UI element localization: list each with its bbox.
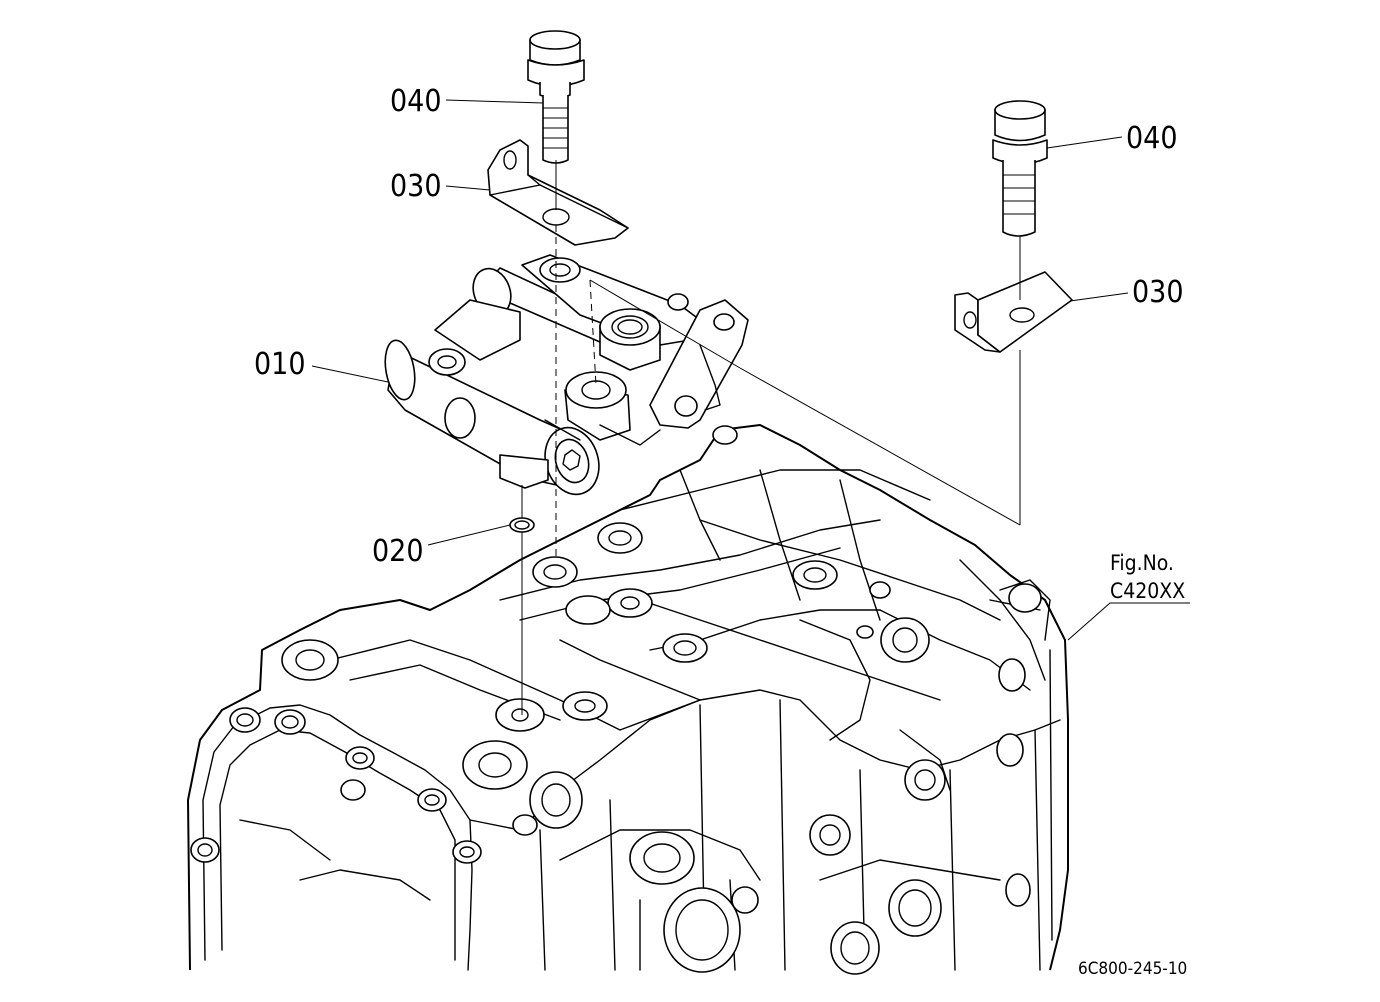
valve-body (384, 254, 749, 496)
o-ring (509, 517, 535, 533)
label-bracket-left: 030 (390, 169, 442, 204)
label-o-ring: 020 (372, 534, 424, 569)
bracket-left (487, 139, 629, 246)
bolt-left (527, 30, 585, 164)
fig-no-label: Fig.No. (1110, 551, 1174, 575)
label-bolt-right: 040 (1126, 121, 1178, 156)
bolt-right (992, 100, 1048, 237)
assembly-lines (521, 160, 1021, 715)
housing-bolt-holes (190, 425, 1042, 975)
label-bolt-left: 040 (390, 84, 442, 119)
leader-lines (311, 99, 1190, 641)
transmission-housing (187, 424, 1069, 975)
fig-no-value: C420XX (1110, 579, 1185, 603)
figure-reference-code: 6C800-245-10 (1078, 959, 1187, 979)
label-valve: 010 (254, 347, 306, 382)
label-bracket-right: 030 (1132, 275, 1184, 310)
bracket-right (954, 271, 1073, 353)
